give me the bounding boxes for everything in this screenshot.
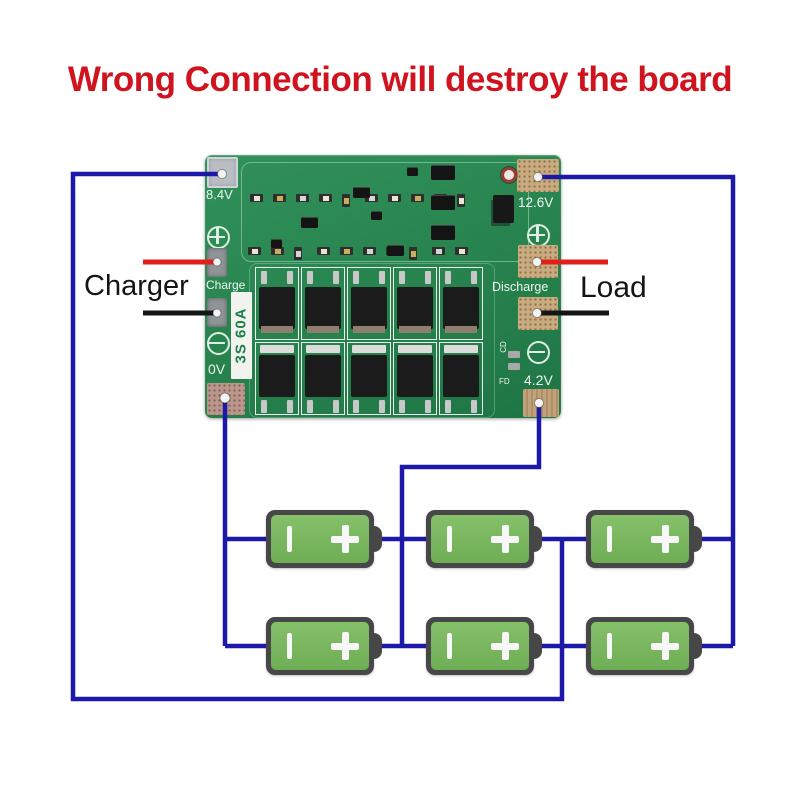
smd-resistor bbox=[432, 247, 445, 255]
smd-ic-chip bbox=[431, 225, 455, 240]
battery-cell bbox=[266, 510, 382, 568]
crosshair-minus-icon bbox=[207, 332, 230, 355]
smd-resistor bbox=[457, 194, 465, 207]
pad-holes bbox=[212, 169, 544, 408]
wire-12v6-pack-plus bbox=[538, 174, 736, 646]
plus-terminal-icon bbox=[491, 525, 519, 553]
battery-cell bbox=[426, 617, 542, 675]
minus-terminal-icon bbox=[447, 526, 452, 552]
battery-cell bbox=[586, 617, 702, 675]
smd-resistor bbox=[342, 194, 350, 207]
smd-component-field bbox=[241, 161, 517, 261]
minus-terminal-icon bbox=[607, 526, 612, 552]
crosshair-minus-icon bbox=[527, 341, 550, 364]
wire-4v2-tap bbox=[399, 402, 542, 646]
battery-terminal-nub bbox=[531, 633, 542, 659]
smd-ic-chip bbox=[371, 211, 382, 220]
smd-resistor bbox=[319, 194, 332, 202]
smd-ic-chip bbox=[431, 165, 455, 180]
discharge-port-label: Discharge bbox=[492, 280, 549, 294]
battery-body bbox=[431, 622, 529, 670]
mosfet bbox=[347, 267, 391, 340]
mosfet bbox=[439, 267, 483, 340]
pad-label-12v6: 12.6V bbox=[518, 195, 554, 210]
transistor bbox=[493, 195, 514, 223]
bms-board: 8.4V 12.6V Charge Discharge 3S 60A CD FD… bbox=[205, 155, 561, 418]
mount-hole bbox=[501, 167, 517, 183]
smd-resistor bbox=[363, 247, 376, 255]
smd-resistor bbox=[388, 194, 401, 202]
mosfet bbox=[301, 342, 345, 415]
smd-resistor bbox=[273, 194, 286, 202]
smd-resistor bbox=[365, 194, 378, 202]
smd-resistor bbox=[250, 194, 263, 202]
smd-resistor bbox=[294, 247, 302, 260]
testpoint-pad bbox=[508, 351, 520, 358]
smd-ic-chip bbox=[387, 245, 404, 256]
model-silkscreen: 3S 60A bbox=[231, 292, 252, 379]
battery-body bbox=[271, 515, 369, 563]
fd-testpoint-label: FD bbox=[499, 377, 510, 386]
smd-resistor bbox=[409, 247, 417, 260]
smd-resistor bbox=[317, 247, 330, 255]
smd-resistor bbox=[340, 247, 353, 255]
battery-cell bbox=[586, 510, 702, 568]
battery-terminal-nub bbox=[371, 633, 382, 659]
smd-ic-chip bbox=[431, 195, 455, 210]
smd-ic-chip bbox=[353, 187, 370, 198]
load-label: Load bbox=[580, 271, 647, 304]
smd-ic-chip bbox=[407, 167, 418, 176]
smd-resistor bbox=[248, 247, 261, 255]
minus-terminal-icon bbox=[287, 526, 292, 552]
battery-terminal-nub bbox=[531, 526, 542, 552]
warning-title: Wrong Connection will destroy the board bbox=[67, 60, 733, 99]
smd-ic-chip bbox=[271, 239, 282, 248]
pad-label-8v4: 8.4V bbox=[206, 187, 233, 202]
battery-body bbox=[591, 515, 689, 563]
mosfet bbox=[393, 342, 437, 415]
pad-label-0v: 0V bbox=[208, 361, 226, 377]
minus-terminal-icon bbox=[607, 633, 612, 659]
charge-port-label: Charge bbox=[206, 278, 246, 292]
mosfet bbox=[301, 267, 345, 340]
plus-terminal-icon bbox=[651, 632, 679, 660]
battery-cell bbox=[426, 510, 542, 568]
mosfet bbox=[255, 267, 299, 340]
battery-body bbox=[271, 622, 369, 670]
smd-ic-chip bbox=[301, 217, 318, 228]
battery-terminal-nub bbox=[691, 526, 702, 552]
smd-resistor bbox=[271, 247, 284, 255]
smd-resistor bbox=[411, 194, 424, 202]
plus-terminal-icon bbox=[651, 525, 679, 553]
plus-terminal-icon bbox=[491, 632, 519, 660]
wire-8v4-tap bbox=[70, 171, 565, 702]
plus-terminal-icon bbox=[331, 525, 359, 553]
battery-terminal-nub bbox=[691, 633, 702, 659]
mosfet bbox=[347, 342, 391, 415]
charger-label: Charger bbox=[84, 270, 189, 302]
battery-body bbox=[431, 515, 529, 563]
minus-terminal-icon bbox=[287, 633, 292, 659]
smd-resistor bbox=[455, 247, 468, 255]
smd-resistor bbox=[296, 194, 309, 202]
mosfet bbox=[393, 267, 437, 340]
battery-terminal-nub bbox=[371, 526, 382, 552]
mosfet bbox=[255, 342, 299, 415]
pad-label-4v2: 4.2V bbox=[524, 372, 553, 388]
plus-terminal-icon bbox=[331, 632, 359, 660]
battery-cell bbox=[266, 617, 382, 675]
battery-body bbox=[591, 622, 689, 670]
testpoint-pad bbox=[508, 363, 520, 370]
minus-terminal-icon bbox=[447, 633, 452, 659]
mosfet bbox=[439, 342, 483, 415]
pcb-trace-outline bbox=[241, 162, 529, 262]
